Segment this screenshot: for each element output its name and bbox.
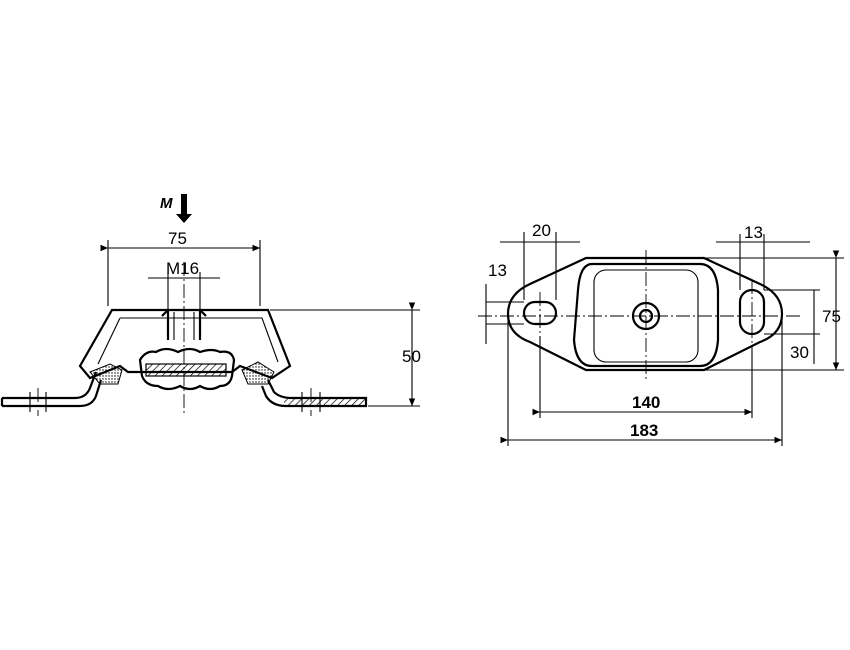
dim-hole-spacing: 140 (632, 393, 660, 412)
dim-slot-length: 30 (790, 343, 809, 362)
dim-slot-width-right: 13 (744, 223, 763, 242)
rubber-left (89, 363, 123, 385)
dim-overall-length: 183 (630, 421, 658, 440)
dim-thread: M16 (166, 259, 199, 278)
load-arrow-icon (176, 194, 192, 223)
side-view: M 75 M16 50 (0, 194, 421, 416)
core-section-hatch (145, 363, 227, 377)
base-plate (0, 371, 103, 408)
plate-section-hatch (284, 398, 366, 406)
core-insert (138, 347, 236, 391)
dim-slot-offset: 20 (532, 221, 551, 240)
dim-width: 75 (822, 307, 841, 326)
dim-slot-width-left: 13 (488, 261, 507, 280)
rubber-right (241, 361, 275, 385)
dim-top-width: 75 (168, 229, 187, 248)
load-label: M (160, 195, 173, 212)
mount-body (572, 262, 720, 368)
dim-height: 50 (402, 347, 421, 366)
top-view: 20 13 13 75 30 140 183 (478, 221, 844, 446)
